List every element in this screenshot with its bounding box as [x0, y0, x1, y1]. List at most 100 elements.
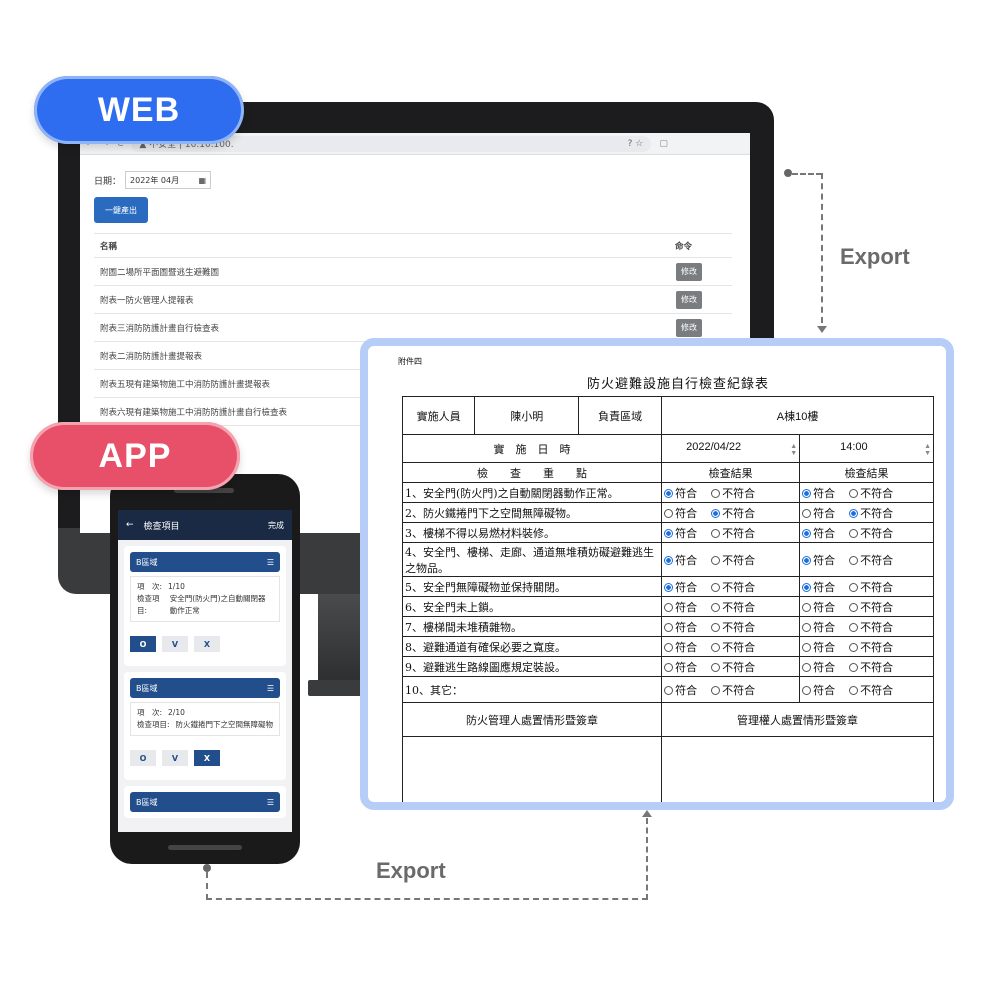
option-x[interactable]: X	[194, 750, 220, 766]
list-icon[interactable]: ☰	[266, 797, 274, 807]
connector-line	[792, 173, 822, 175]
fail-radio[interactable]	[849, 662, 859, 672]
pass-radio[interactable]	[802, 685, 812, 695]
fail-radio[interactable]	[711, 602, 721, 612]
fail-label: 不符合	[860, 486, 894, 500]
arrow-up-icon	[642, 810, 652, 817]
pass-radio[interactable]	[802, 508, 812, 518]
list-icon[interactable]: ☰	[266, 683, 274, 693]
fail-radio[interactable]	[849, 508, 859, 518]
sign-left-area[interactable]	[401, 736, 663, 802]
spinner-icon[interactable]: ▲▼	[790, 442, 798, 457]
fail-radio[interactable]	[849, 685, 859, 695]
pass-radio[interactable]	[802, 528, 812, 538]
fail-radio[interactable]	[849, 642, 859, 652]
fail-radio[interactable]	[849, 488, 859, 498]
fail-radio[interactable]	[711, 662, 721, 672]
pass-radio[interactable]	[802, 555, 812, 565]
list-icon[interactable]: ☰	[266, 557, 274, 567]
edit-button[interactable]: 修改	[676, 262, 702, 281]
fail-radio[interactable]	[849, 555, 859, 565]
form-item-row: 5、安全門無障礙物並保持關閉。符合不符合符合不符合	[401, 576, 934, 597]
fail-radio[interactable]	[711, 555, 721, 565]
item-text: 4、安全門、樓梯、走廊、通道無堆積妨礙避難逃生之物品。	[401, 542, 663, 577]
result-cell: 符合不符合	[799, 522, 934, 543]
sign-right-area[interactable]	[661, 736, 934, 802]
result-cell: 符合不符合	[661, 676, 801, 703]
pass-radio[interactable]	[802, 622, 812, 632]
pass-radio[interactable]	[664, 662, 674, 672]
pass-radio[interactable]	[802, 602, 812, 612]
pass-radio[interactable]	[664, 622, 674, 632]
answer-options: O V X	[130, 750, 280, 774]
star-icon[interactable]: ? ☆	[627, 138, 644, 149]
fail-label: 不符合	[860, 640, 894, 654]
table-row: 附圖二場所平面圖暨逃生避難圖 修改	[94, 258, 732, 286]
pass-radio[interactable]	[802, 582, 812, 592]
done-button[interactable]: 完成	[268, 520, 284, 530]
seq-value: 2/10	[168, 708, 185, 717]
spinner-icon[interactable]: ▲▼	[924, 442, 931, 457]
pass-label: 符合	[813, 526, 836, 540]
row-name: 附表二消防防護計畫提報表	[100, 351, 203, 362]
inspection-card: B區域 ☰ 項 次:1/10 檢查項目:安全門(防火門)之自動關閉器動作正常 O…	[124, 546, 286, 666]
fail-radio[interactable]	[711, 528, 721, 538]
pass-radio[interactable]	[802, 662, 812, 672]
option-v[interactable]: V	[162, 636, 188, 652]
pass-radio[interactable]	[664, 642, 674, 652]
connector-line	[206, 898, 648, 900]
fail-label: 不符合	[722, 620, 756, 634]
option-o[interactable]: O	[130, 636, 156, 652]
web-content: 日期： 2022年 04月 ▦ 一鍵產出 名稱 命令 附圖二場所平面圖暨逃生避難…	[80, 155, 750, 426]
back-arrow-icon[interactable]: ←	[126, 520, 134, 530]
option-o[interactable]: O	[130, 750, 156, 766]
fail-label: 不符合	[722, 640, 756, 654]
pass-radio[interactable]	[664, 488, 674, 498]
option-x[interactable]: X	[194, 636, 220, 652]
pass-label: 符合	[675, 683, 698, 697]
time-field[interactable]: 14:00▲▼	[799, 434, 934, 463]
calendar-icon[interactable]: ▦	[198, 175, 207, 185]
form-item-row: 8、避難通道有確保必要之寬度。符合不符合符合不符合	[401, 636, 934, 657]
pass-label: 符合	[813, 506, 836, 520]
fail-radio[interactable]	[849, 582, 859, 592]
fail-radio[interactable]	[849, 622, 859, 632]
result-cell: 符合不符合	[799, 676, 934, 703]
pass-radio[interactable]	[664, 582, 674, 592]
pass-radio[interactable]	[664, 528, 674, 538]
pass-label: 符合	[675, 580, 698, 594]
fail-radio[interactable]	[711, 685, 721, 695]
pass-radio[interactable]	[664, 508, 674, 518]
address-bar[interactable]: ▲ 不安全 | 10.10.100. ? ☆	[131, 135, 652, 152]
fail-radio[interactable]	[849, 528, 859, 538]
sign-left: 防火管理人處置情形暨簽章	[401, 702, 663, 737]
pass-radio[interactable]	[802, 642, 812, 652]
pass-label: 符合	[813, 660, 836, 674]
edit-button[interactable]: 修改	[676, 318, 702, 337]
fail-radio[interactable]	[711, 508, 721, 518]
edit-button[interactable]: 修改	[676, 290, 702, 309]
option-v[interactable]: V	[162, 750, 188, 766]
fail-radio[interactable]	[711, 582, 721, 592]
pass-radio[interactable]	[664, 685, 674, 695]
connector-dot	[784, 169, 792, 177]
fail-radio[interactable]	[711, 488, 721, 498]
item-text: 1、安全門(防火門)之自動關閉器動作正常。	[401, 482, 663, 503]
seq-label: 項 次:	[137, 708, 163, 717]
pass-radio[interactable]	[664, 602, 674, 612]
date-field[interactable]: 2022/04/22▲▼	[661, 434, 801, 463]
fail-radio[interactable]	[711, 622, 721, 632]
fail-radio[interactable]	[849, 602, 859, 612]
pass-radio[interactable]	[664, 555, 674, 565]
item-text[interactable]: 10、其它：	[401, 676, 663, 703]
date-picker[interactable]: 2022年 04月 ▦	[125, 171, 212, 189]
result-cell: 符合不符合	[799, 656, 934, 677]
form-item-row: 4、安全門、樓梯、走廊、通道無堆積妨礙避難逃生之物品。符合不符合符合不符合	[401, 542, 934, 577]
fail-radio[interactable]	[711, 642, 721, 652]
export-button[interactable]: 一鍵產出	[94, 197, 148, 223]
pass-radio[interactable]	[802, 488, 812, 498]
tab-icon[interactable]: ▢	[659, 138, 668, 149]
pass-label: 符合	[675, 506, 698, 520]
inspector-label: 實施人員	[401, 396, 476, 435]
